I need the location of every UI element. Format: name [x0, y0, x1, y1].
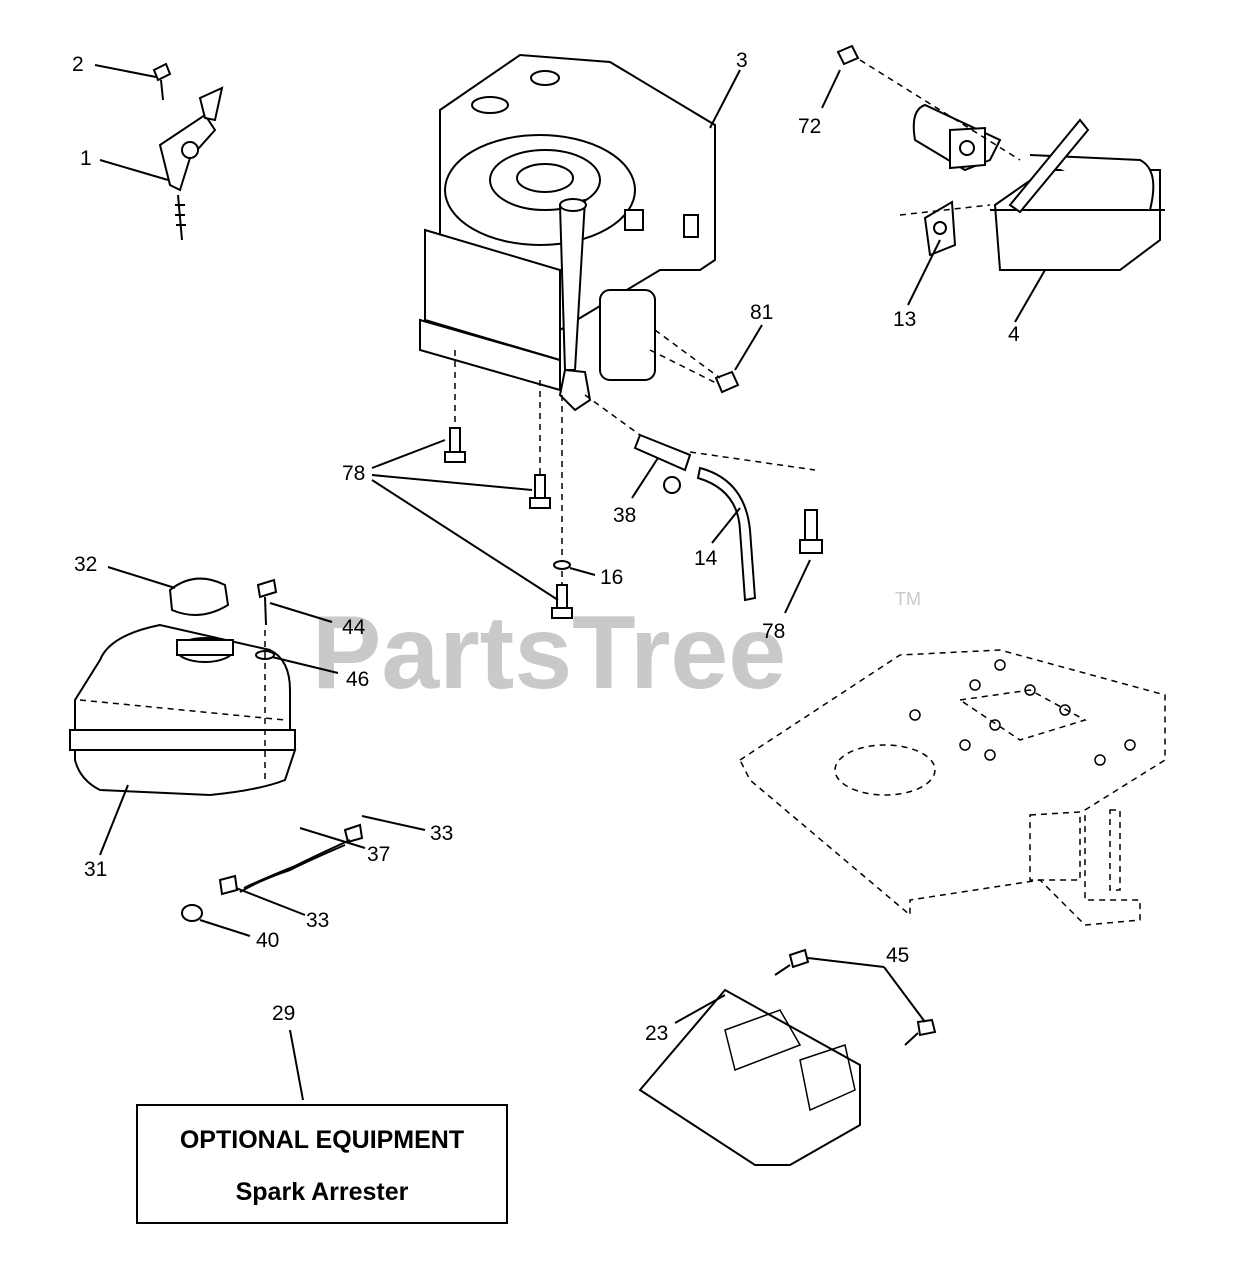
fuel-tank-part [69, 577, 297, 797]
engine-part [419, 53, 716, 412]
frame-part [739, 649, 1166, 926]
callout-2: 2 [72, 53, 84, 76]
muffler-part [836, 44, 1165, 271]
callout-40: 40 [256, 929, 279, 952]
callout-45: 45 [886, 944, 909, 967]
callout-33-lower: 33 [306, 909, 329, 932]
optional-equipment-box: OPTIONAL EQUIPMENT Spark Arrester [136, 1104, 508, 1224]
callout-46: 46 [346, 668, 369, 691]
optional-equipment-item: Spark Arrester [236, 1178, 409, 1206]
fuel-filter-part [584, 349, 816, 602]
callout-81: 81 [750, 301, 773, 324]
callout-37: 37 [367, 843, 390, 866]
callout-14: 14 [694, 547, 718, 570]
callout-78-left: 78 [342, 462, 365, 485]
throttle-control-part [152, 62, 224, 241]
fuel-line-parts [181, 578, 364, 922]
callout-33-upper: 33 [430, 822, 453, 845]
optional-equipment-title: OPTIONAL EQUIPMENT [180, 1126, 464, 1154]
callout-78-right: 78 [762, 620, 785, 643]
callout-29: 29 [272, 1002, 295, 1025]
callout-13: 13 [893, 308, 916, 331]
callout-1: 1 [80, 147, 92, 170]
callout-31: 31 [84, 858, 107, 881]
watermark-text: PartsTree [312, 595, 786, 711]
callout-32: 32 [74, 553, 97, 576]
callout-44: 44 [342, 616, 366, 639]
leader-lines [94, 64, 1046, 1101]
callout-labels: 2 1 3 72 13 4 81 78 38 14 16 78 32 44 46… [72, 49, 1020, 1045]
callout-72: 72 [798, 115, 821, 138]
watermark-trademark: TM [895, 589, 921, 609]
guard-plate-part [638, 948, 937, 1166]
callout-3: 3 [736, 49, 748, 72]
callout-38: 38 [613, 504, 636, 527]
callout-16: 16 [600, 566, 623, 589]
callout-4: 4 [1008, 323, 1020, 346]
engine-bolts-part [444, 329, 823, 619]
callout-23: 23 [645, 1022, 668, 1045]
